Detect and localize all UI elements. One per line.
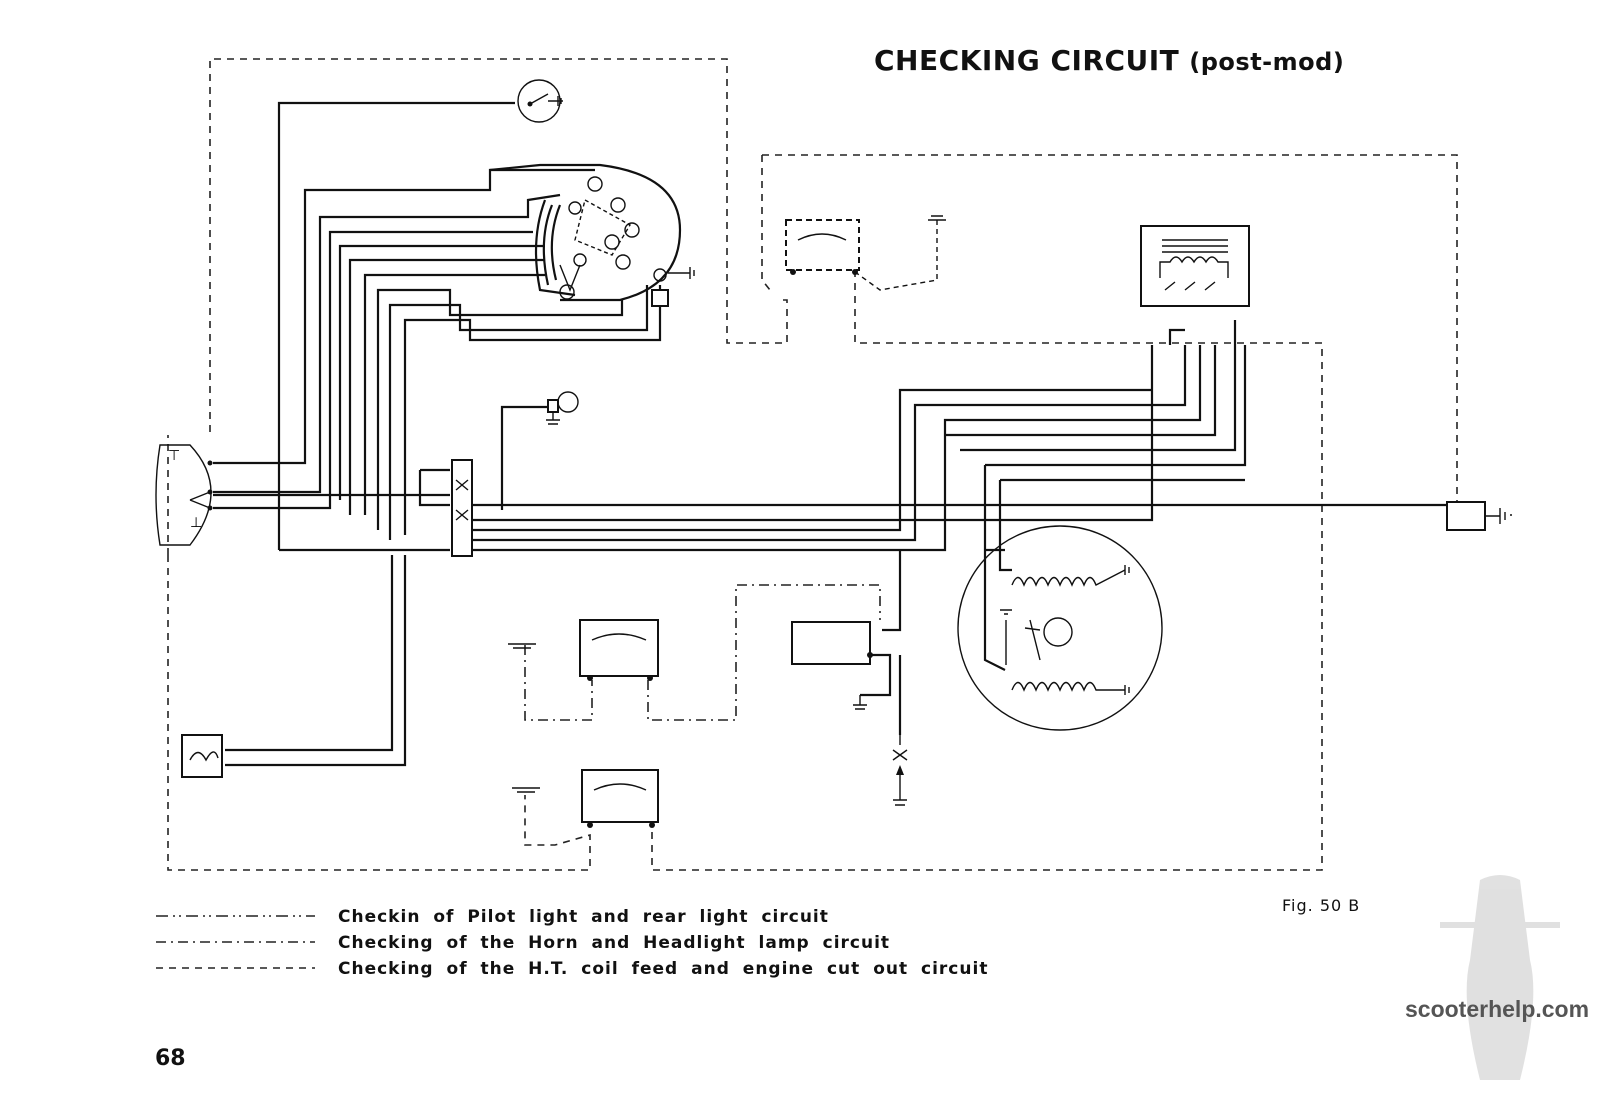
scooter-watermark-image — [1440, 875, 1560, 1080]
watermark-text: scooterhelp.com — [1405, 996, 1590, 1022]
junction-block — [451, 459, 473, 557]
headlamp: ⊤ ⊥ — [155, 444, 213, 546]
dashed-circuit — [167, 58, 1458, 871]
legend-item-label: Checking of the Horn and Headlight lamp … — [338, 933, 891, 953]
dashdot-circuits — [524, 584, 881, 721]
voltage-regulator — [1140, 225, 1250, 307]
page-title: CHECKING CIRCUIT (post-mod) — [874, 44, 1344, 77]
horn-button — [546, 391, 579, 425]
legend-item: Checkin of Pilot light and rear light ci… — [156, 904, 988, 930]
headlamp-switch-unit — [559, 176, 695, 307]
svg-text:⊤: ⊤ — [168, 448, 180, 464]
meter-top — [785, 215, 946, 291]
legend-lines — [156, 915, 315, 969]
legend-line-sample — [156, 910, 316, 924]
legend-item-label: Checkin of Pilot light and rear light ci… — [338, 907, 829, 927]
page-number: 68 — [155, 1046, 186, 1071]
legend-line-sample — [156, 936, 316, 950]
svg-text:⊥: ⊥ — [190, 515, 202, 531]
stop-switch — [1446, 501, 1512, 531]
legend-item-label: Checking of the H.T. coil feed and engin… — [338, 959, 989, 979]
legend: Checkin of Pilot light and rear light ci… — [156, 904, 988, 982]
title-text: CHECKING CIRCUIT — [874, 44, 1180, 77]
legend-item: Checking of the H.T. coil feed and engin… — [156, 956, 988, 982]
ht-coil — [791, 621, 873, 710]
legend-item: Checking of the Horn and Headlight lamp … — [156, 930, 988, 956]
meter-bottom — [512, 769, 659, 828]
spark-plug — [892, 735, 908, 806]
magneto — [957, 525, 1163, 731]
title-suffix: (post-mod) — [1189, 48, 1345, 76]
meter-middle — [508, 619, 659, 681]
figure-label: Fig. 50 B — [1282, 896, 1361, 915]
tail-light — [181, 734, 223, 778]
legend-line-sample — [156, 962, 316, 976]
cut-out-switch — [517, 79, 563, 123]
main-wires — [213, 101, 1458, 767]
